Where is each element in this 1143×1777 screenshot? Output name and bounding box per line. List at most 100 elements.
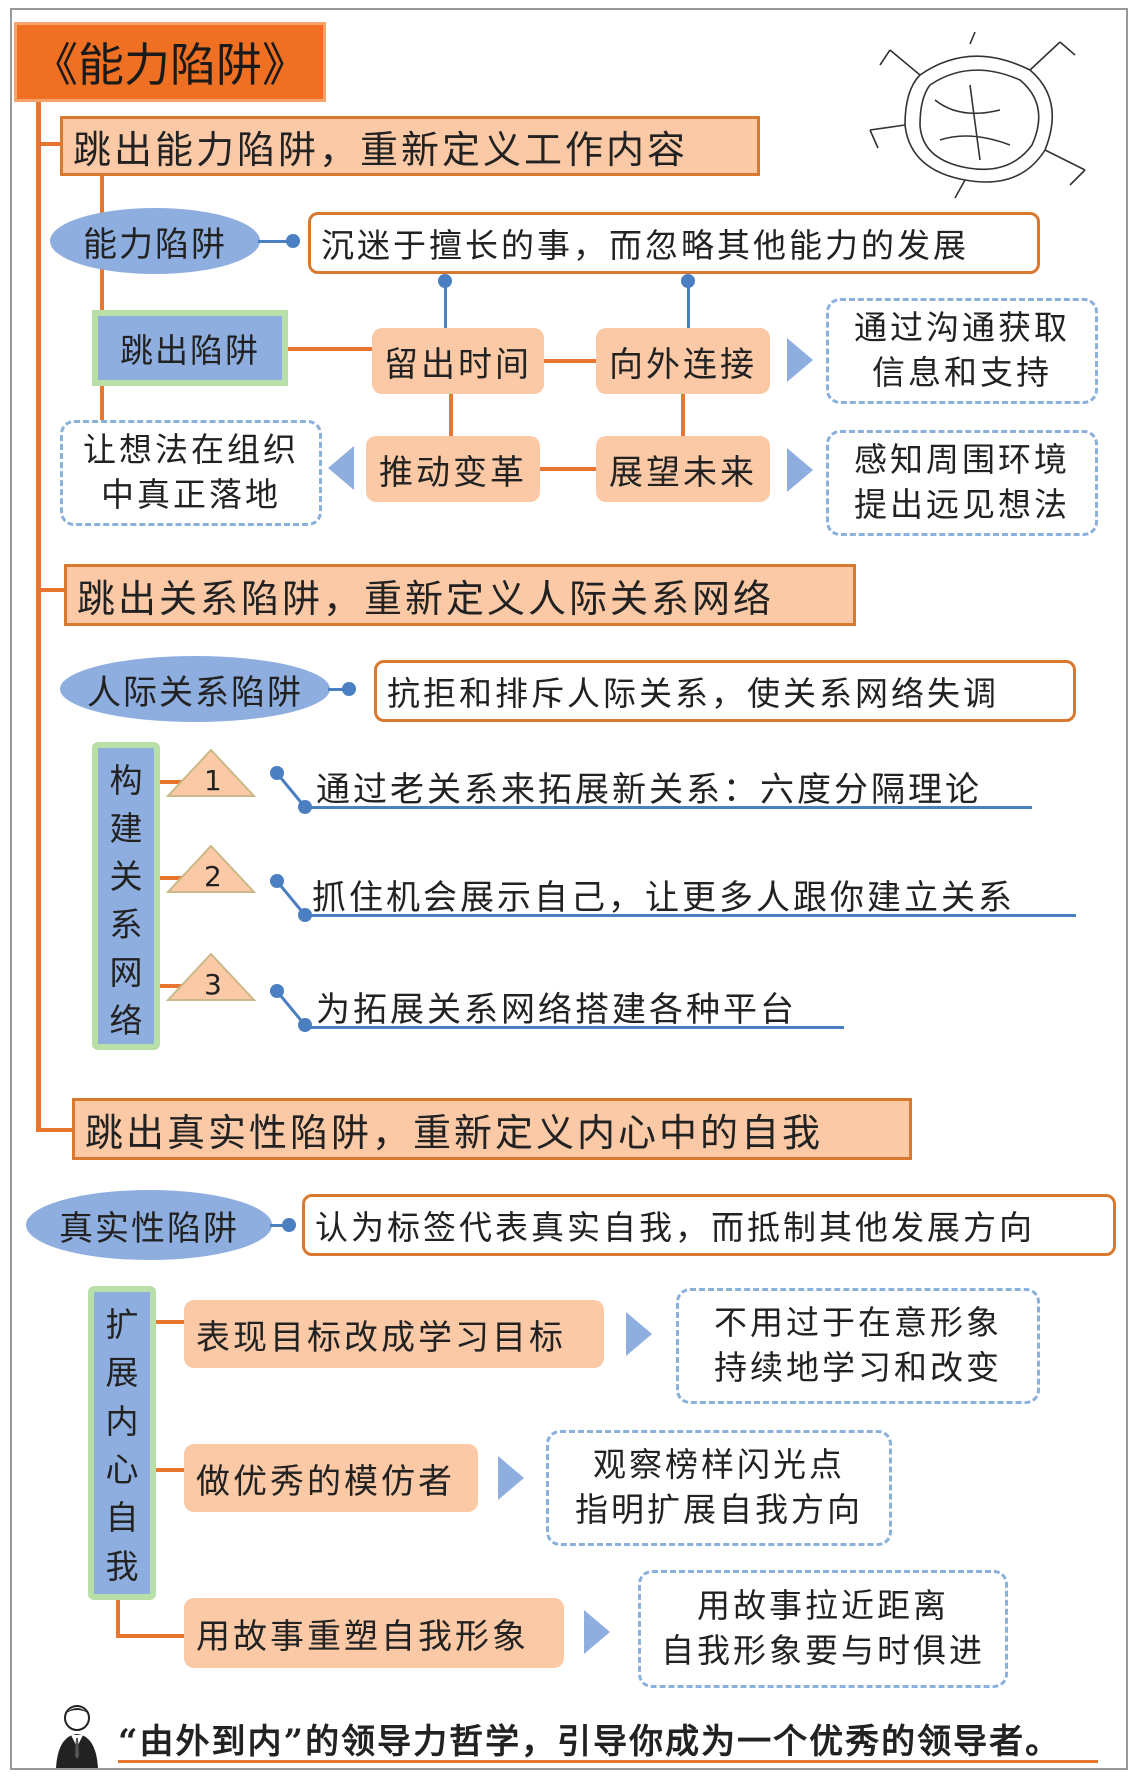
arrow-right-icon [584,1610,610,1654]
label-char: 心 [105,1450,139,1490]
label-char: 建 [109,809,143,848]
item-number: 3 [204,968,222,1001]
note-line: 中真正落地 [101,475,281,514]
connector [540,467,596,471]
arrow-right-icon [626,1312,652,1356]
note-imitator: 观察榜样闪光点 指明扩展自我方向 [546,1430,892,1546]
connector [160,780,188,784]
number-triangle-icon [166,844,256,894]
label-char: 构 [109,761,143,800]
label-char: 自 [105,1498,139,1538]
slant-line [274,770,314,810]
label-char: 我 [105,1546,139,1586]
page-frame [10,8,1128,1770]
section1-trap-label: 能力陷阱 [50,208,260,274]
spine-branch-1 [36,142,60,146]
step-envision-future: 展望未来 [596,436,770,502]
item-number: 2 [204,860,222,893]
arrow-right-icon [787,338,813,382]
note-line: 用故事拉近距离 [697,1586,949,1626]
note-line: 不用过于在意形象 [714,1303,1002,1343]
section1-heading: 跳出能力陷阱，重新定义工作内容 [60,116,760,176]
connector [156,1320,186,1324]
note-learning-goals: 不用过于在意形象 持续地学习和改变 [676,1288,1040,1404]
section3-trap-definition: 认为标签代表真实自我，而抵制其他发展方向 [302,1194,1116,1256]
spine-branch-3 [36,1128,72,1132]
note-line: 信息和支持 [872,353,1052,392]
network-item-3: 为拓展关系网络搭建各种平台 [316,990,797,1030]
step-drive-change: 推动变革 [366,436,540,502]
section3-trap-label: 真实性陷阱 [26,1190,272,1260]
escape-trap-label: 跳出陷阱 [92,310,288,386]
note-connect: 通过沟通获取 信息和支持 [826,298,1098,404]
slant-line [274,988,314,1028]
connector [328,688,350,691]
build-network-label: 构 建 关 系 网 络 [92,742,160,1050]
expand-self-label: 扩 展 内 心 自 我 [88,1286,156,1600]
label-char: 展 [105,1353,139,1393]
connector-dot [286,234,300,248]
connector-dot [282,1218,296,1232]
cracked-hole-icon [860,30,1090,200]
step-connect-outward: 向外连接 [596,328,770,394]
section2-trap-definition: 抗拒和排斥人际关系，使关系网络失调 [374,660,1076,722]
businessman-icon [52,1702,102,1768]
underline [306,914,1076,917]
note-line: 指明扩展自我方向 [575,1490,863,1529]
footer-quote: “由外到内”的领导力哲学，引导你成为一个优秀的领导者。 [118,1722,1062,1762]
slant-line [274,878,314,918]
arrow-right-icon [787,448,813,492]
label-char: 系 [109,905,143,944]
connector [687,280,690,328]
method-storytelling: 用故事重塑自我形象 [184,1598,564,1668]
connector-dot [298,908,312,922]
underline [306,806,1032,809]
connector [160,876,188,880]
method-imitator: 做优秀的模仿者 [184,1444,478,1512]
underline [306,1026,844,1029]
connector [270,1224,290,1227]
footer-underline [118,1760,1098,1763]
note-line: 自我形象要与时俱进 [661,1631,985,1670]
note-line: 提出远见想法 [854,485,1070,524]
connector [160,984,188,988]
connector [116,1634,186,1638]
label-char: 内 [105,1401,139,1441]
connector [681,394,685,436]
spine-branch-2 [36,588,64,592]
item-number: 1 [204,764,222,797]
number-triangle-icon [166,748,256,798]
connector [288,347,372,351]
label-char: 网 [109,953,143,992]
note-reform: 让想法在组织 中真正落地 [60,420,322,526]
arrow-left-icon [328,446,354,490]
section3-spine [116,1600,120,1636]
note-line: 通过沟通获取 [854,308,1070,348]
section3-heading: 跳出真实性陷阱，重新定义内心中的自我 [72,1098,912,1160]
step-set-aside-time: 留出时间 [372,328,544,394]
label-char: 络 [109,1001,143,1040]
connector [444,280,447,328]
note-line: 观察榜样闪光点 [593,1445,845,1485]
connector [544,359,596,363]
note-line: 持续地学习和改变 [714,1348,1002,1387]
connector-dot [298,800,312,814]
section1-trap-definition: 沉迷于擅长的事，而忽略其他能力的发展 [308,212,1040,274]
main-spine [36,102,41,1130]
number-triangle-icon [166,952,256,1002]
connector-dot [298,1018,312,1032]
connector [258,240,294,243]
page-title: 《能力陷阱》 [14,22,326,102]
method-learning-goals: 表现目标改成学习目标 [184,1300,604,1368]
network-item-1: 通过老关系来拓展新关系：六度分隔理论 [316,770,982,810]
section2-heading: 跳出关系陷阱，重新定义人际关系网络 [64,564,856,626]
network-item-2: 抓住机会展示自己，让更多人跟你建立关系 [312,878,1015,918]
note-future: 感知周围环境 提出远见想法 [826,430,1098,536]
label-char: 关 [109,857,143,896]
section2-trap-label: 人际关系陷阱 [60,656,330,722]
note-line: 让想法在组织 [83,430,299,470]
connector-dot [342,682,356,696]
connector [449,394,453,436]
connector [156,1468,186,1472]
note-line: 感知周围环境 [854,440,1070,480]
